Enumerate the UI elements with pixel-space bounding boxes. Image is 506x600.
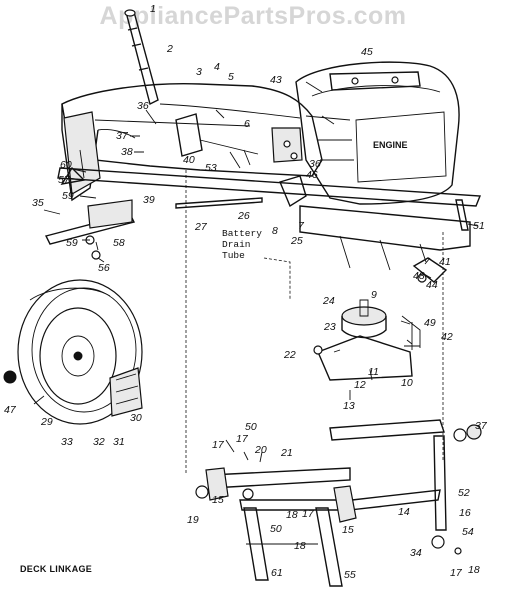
pedal-linkage [44,149,136,260]
part-number: 7 [298,220,304,232]
part-number: 13 [343,400,355,412]
part-number: 5 [228,71,234,83]
part-number: 58 [113,237,125,249]
part-number: 10 [401,377,413,389]
part-number: 47 [4,404,16,416]
part-number: 18 [286,509,298,521]
rear-wheel [17,279,143,425]
part-number: 32 [93,436,105,448]
alignment-line-center [263,257,291,300]
battery-drain-tube-callout: Battery Drain Tube [222,228,262,261]
part-number: 48 [413,270,425,282]
part-number: 23 [324,321,336,333]
engine-block [295,61,460,205]
part-number: 39 [143,194,155,206]
part-number: 60 [60,159,72,171]
drive-shaft [175,197,263,209]
part-number: 6 [244,118,250,130]
part-number: 15 [212,494,224,506]
part-number: 38 [121,146,133,158]
part-number: 14 [398,506,410,518]
part-number: 2 [167,43,173,55]
part-number: 18 [294,540,306,552]
part-number: 41 [439,256,451,268]
deck-linkage [195,419,482,587]
part-number: 56 [98,262,110,274]
pulley-assembly [313,299,421,381]
part-number: 44 [426,279,438,291]
part-number: 9 [371,289,377,301]
hub-cap [3,370,17,384]
part-number: 19 [187,514,199,526]
part-number: 34 [410,547,422,559]
part-number: 18 [468,564,480,576]
part-number: 29 [41,416,53,428]
part-number: 21 [281,447,293,459]
leader-lines [33,81,479,463]
part-number: 55 [344,569,356,581]
part-number: 37 [116,130,128,142]
part-number: 4 [214,61,220,73]
part-number: 42 [441,331,453,343]
part-number: 43 [270,74,282,86]
engine-label: ENGINE [373,140,408,150]
part-number: 20 [255,444,267,456]
part-number: 36 [309,158,321,170]
part-number: 12 [354,379,366,391]
part-number: 26 [238,210,250,222]
part-number: 1 [150,3,156,15]
right-hardware [404,199,469,350]
part-number: 59 [62,190,74,202]
part-number: 57 [58,174,70,186]
part-number: 17 [212,439,224,451]
part-number: 30 [130,412,142,424]
part-number: 36 [137,100,149,112]
part-number: 17 [236,433,248,445]
part-number: 25 [291,235,303,247]
watermark-text: AppliancePartsPros.com [99,2,407,30]
part-number: 3 [196,66,202,78]
part-number: 37 [475,420,487,432]
part-number: 52 [458,487,470,499]
part-number: 61 [271,567,283,579]
part-number: 15 [342,524,354,536]
part-number: 8 [272,225,278,237]
part-number: 54 [462,526,474,538]
part-number: 27 [195,221,207,233]
part-number: 11 [368,366,379,378]
steering-column [124,9,159,106]
part-number: 50 [270,523,282,535]
part-number: 59 [66,237,78,249]
part-number: 35 [32,197,44,209]
part-number: 51 [473,220,485,232]
part-number: 17 [302,508,314,520]
part-number: 17 [450,567,462,579]
part-number: 22 [284,349,296,361]
bracket-assembly [175,113,307,208]
part-number: 53 [205,162,217,174]
figure-caption: DECK LINKAGE [20,564,93,574]
part-number: 50 [245,421,257,433]
part-number: 49 [424,317,436,329]
part-number: 40 [183,154,195,166]
part-number: 24 [323,295,335,307]
part-number: 33 [61,436,73,448]
part-number: 16 [459,507,471,519]
part-number: 46 [306,169,318,181]
part-number: 31 [113,436,125,448]
part-number: 45 [361,46,373,58]
tractor-body [61,83,323,202]
